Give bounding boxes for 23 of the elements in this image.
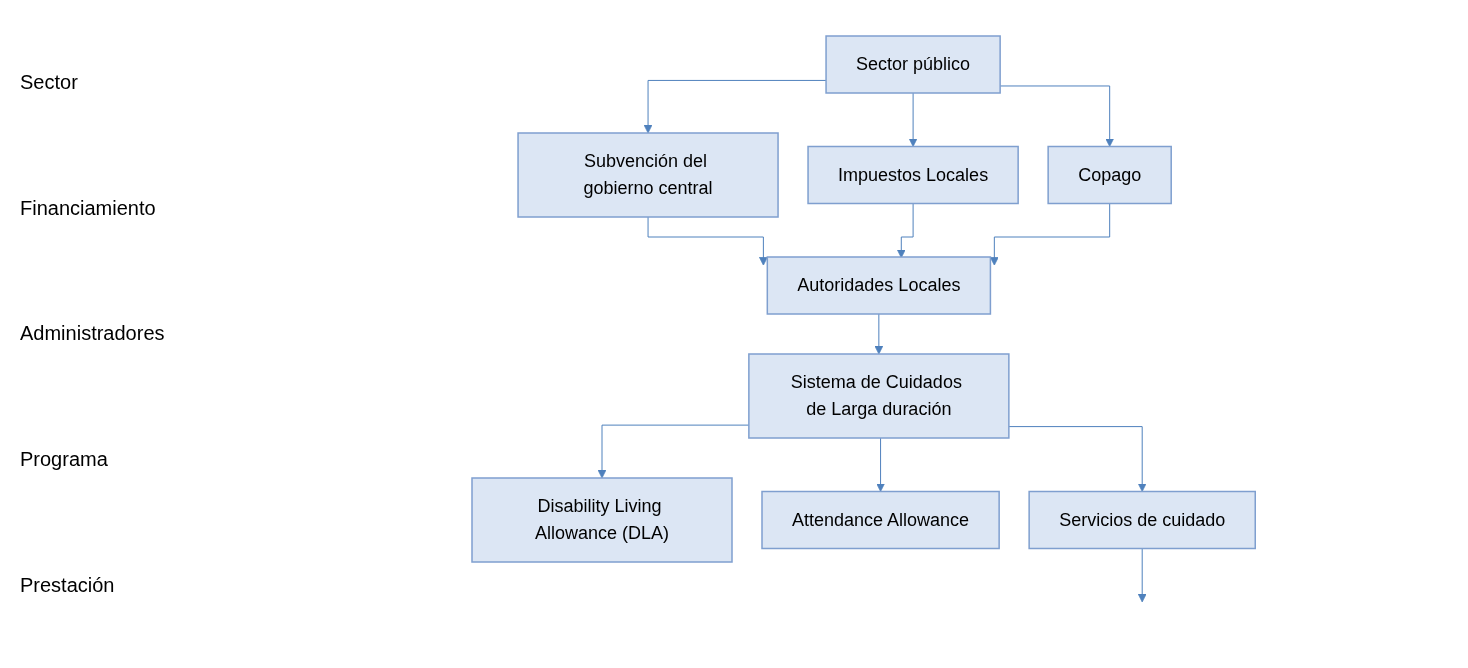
arrow (990, 203, 1111, 266)
row-label: Prestación (20, 573, 116, 597)
arrow (1000, 85, 1115, 147)
arrow (644, 79, 827, 134)
row-label: Administradores (20, 322, 166, 346)
node-box: Sistema de Cuidados de Larga duración (748, 353, 1010, 439)
arrow (897, 203, 914, 259)
row-label: Sector (20, 71, 79, 95)
arrow (876, 437, 886, 492)
arrow (909, 92, 918, 147)
arrow (874, 313, 884, 355)
row-label: Programa (20, 448, 109, 472)
node-box: Disability Living Allowance (DLA) (471, 477, 734, 563)
node-box: Impuestos Locales (807, 145, 1020, 205)
node-box: Subvención del gobierno central (517, 132, 780, 218)
node-box: Attendance Allowance (761, 490, 1001, 550)
arrow (598, 424, 750, 479)
node-box: Servicios de cuidado (1028, 490, 1257, 550)
arrow (1138, 548, 1147, 603)
node-box: Autoridades Locales (766, 256, 992, 315)
node-box: Sector público (825, 35, 1002, 94)
row-label: Financiamiento (20, 196, 157, 220)
node-box: Copago (1047, 145, 1173, 205)
